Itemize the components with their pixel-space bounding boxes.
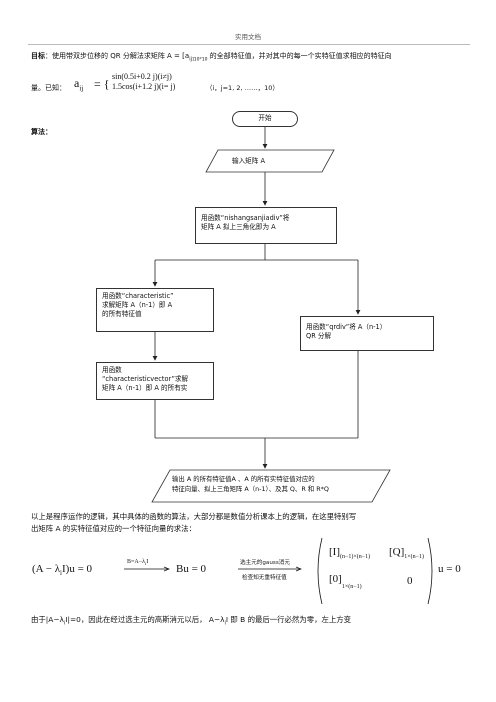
- matrix-cell-21: [0]1×(n−1): [329, 573, 362, 590]
- formula-lhs: aij: [74, 76, 84, 93]
- known-prefix: 量。已知：: [31, 84, 66, 92]
- flow-input: 输入矩阵 A: [232, 157, 265, 165]
- header-divider: [28, 44, 470, 45]
- flow-step-qrdiv: 用函数“qrdiv”将 A（n-1） QR 分解: [300, 316, 434, 351]
- formula-cases: sin(0.5i+0.2 j)(i≠j) 1.5cos(i+1.2 j)(i= …: [112, 72, 175, 92]
- equation-arrow1: [124, 566, 170, 572]
- algorithm-label: 算法：: [31, 128, 52, 136]
- flow-step-characteristicvector: 用函数 “characteristicvector”求解 矩阵 A（n-1）即 …: [96, 362, 214, 400]
- equation-left: (A − λiI)u = 0: [32, 563, 93, 578]
- goal-sub: ij: [189, 56, 192, 63]
- paragraph-1: 以上是程序运作的逻辑，其中具体的函数的算法，大部分都是数值分析课本上的逻辑，在这…: [31, 512, 357, 533]
- goal-label: 目标: [31, 52, 45, 60]
- flow-output: 输出 A 的所有特征值A 、A 的所有实特征值对应的 特征向量、拟上三角矩阵 A…: [172, 475, 329, 493]
- goal-line: 目标：使用带双步位移的 QR 分解法求矩阵 A = [aij]10*10 的全部…: [31, 51, 392, 65]
- flow-step-nishangsanjiadiv: 用函数“nishangsanjiadiv”将 矩阵 A 拟上三角化即为 A: [195, 207, 337, 244]
- paragraph-2: 由于|A−λiI|=0，因此在经过选主元的高斯消元以后， A−λiI 即 B 的…: [31, 615, 352, 627]
- flow-step-characteristic: 用函数“characteristic” 求解矩阵 A（n-1）即 A 的所有特征…: [96, 288, 214, 332]
- equation-arrow2-bottom: 检查知无重特征值: [242, 575, 287, 581]
- goal-text2: 的全部特征值，并对其中的每一个实特征值求相应的特征向: [207, 52, 392, 60]
- page-header: 实用文档: [235, 33, 261, 41]
- matrix-cell-12: [Q]1×(n−1): [389, 546, 425, 561]
- flow-start: 开始: [232, 111, 298, 127]
- formula-equals: = {: [94, 77, 110, 91]
- formula-case-2: 1.5cos(i+1.2 j)(i= j): [112, 82, 176, 91]
- goal-text: ：使用带双步位移的 QR 分解法求矩阵 A = [a: [45, 52, 190, 60]
- goal-dims: ]10*10: [191, 57, 208, 63]
- matrix-brackets: [317, 537, 433, 605]
- equation-arrow2-top: 选主元的gauss消元: [240, 560, 290, 566]
- formula-case-1: sin(0.5i+0.2 j)(i≠j): [112, 72, 172, 81]
- matrix-cell-11: [I](n−1)×(n−1): [329, 546, 371, 561]
- equation-right: u = 0: [438, 563, 461, 575]
- equation-arrow2: [238, 566, 302, 572]
- formula-range: （i，j=1, 2, ……，10）: [206, 84, 279, 92]
- equation-arrow1-label: B=A−λiI: [127, 559, 149, 567]
- matrix-cell-22: 0: [407, 575, 413, 587]
- equation-mid: Bu = 0: [176, 563, 207, 575]
